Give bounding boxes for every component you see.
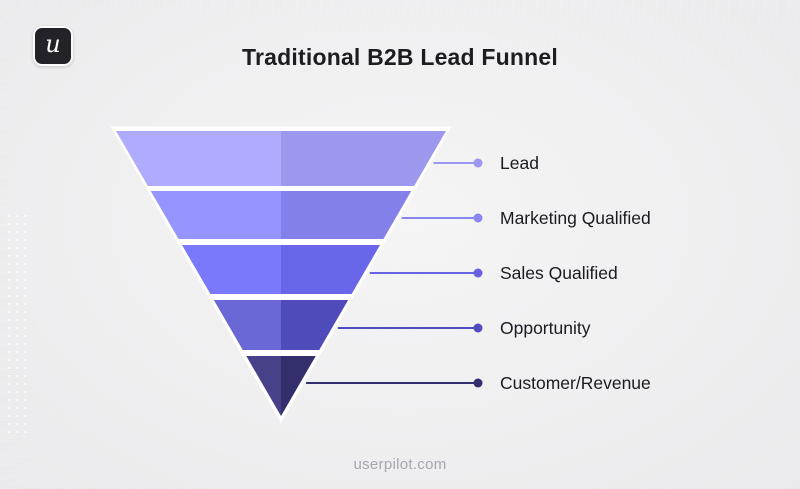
funnel-stage-3-left — [182, 245, 281, 294]
funnel-stage-4-left — [213, 300, 281, 350]
funnel-stage-3-right — [281, 245, 380, 294]
funnel-stage-label-5: Customer/Revenue — [500, 373, 651, 393]
funnel-stage-5-left — [246, 356, 281, 416]
funnel-callout-dot-3 — [473, 268, 483, 278]
footer-credit: userpilot.com — [353, 456, 447, 473]
userpilot-logo-letter-icon: u — [45, 30, 61, 58]
funnel-stage-4-right — [281, 300, 349, 350]
funnel-stage-1-left — [116, 131, 281, 186]
page-title: Traditional B2B Lead Funnel — [242, 44, 558, 70]
funnel-stage-label-2: Marketing Qualified — [500, 208, 651, 228]
funnel-stage-2-left — [150, 191, 281, 239]
decorative-dot-grid — [5, 212, 32, 438]
funnel-stage-label-4: Opportunity — [500, 318, 591, 338]
funnel-stage-5-right — [281, 356, 316, 416]
funnel-callout-dot-5 — [473, 378, 483, 388]
funnel-callout-dot-1 — [473, 158, 483, 168]
funnel-stage-1-right — [281, 131, 446, 186]
funnel-stage-label-1: Lead — [500, 153, 539, 173]
funnel-callout-dot-4 — [473, 323, 483, 333]
funnel-stage-2-right — [281, 191, 412, 239]
funnel-callout-dot-2 — [473, 213, 483, 223]
funnel-stage-label-3: Sales Qualified — [500, 263, 618, 283]
userpilot-logo: u — [33, 26, 73, 66]
